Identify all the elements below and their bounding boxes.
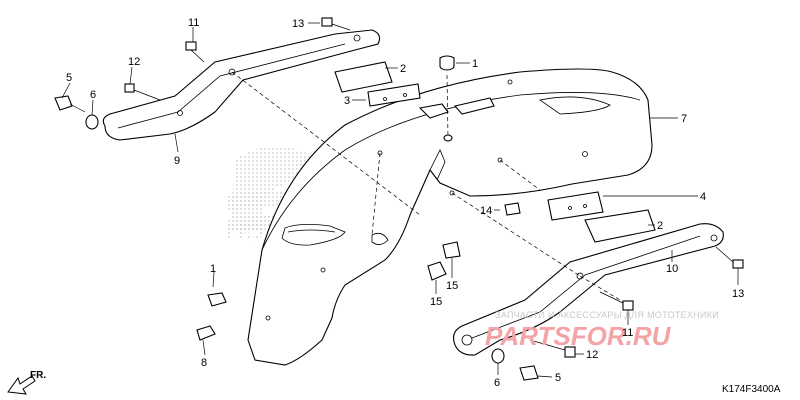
- bottom-reflector: [547, 191, 656, 243]
- left-grab-rail: [102, 29, 381, 141]
- front-direction-arrow: FR.: [7, 370, 46, 395]
- callout-3: 3: [344, 95, 350, 107]
- callout-1-top: 1: [472, 58, 478, 70]
- rear-fender: [247, 68, 653, 366]
- watermark-brand: PARTSFOR.RU: [485, 321, 672, 351]
- callout-5-top: 5: [66, 72, 72, 84]
- fender-clips: [418, 55, 495, 142]
- callouts: 11 13 12 5 6 2 3 1 7 4 2 9 1 8 14 15 15 …: [66, 17, 744, 389]
- direction-label: FR.: [30, 370, 46, 381]
- watermark-tagline: ЗАПЧАСТИ И АКСЕССУАРЫ ДЛЯ МОТОТЕХНИКИ: [495, 310, 719, 320]
- callout-12-right: 12: [586, 349, 598, 361]
- callout-12-top: 12: [128, 56, 140, 68]
- callout-13-right: 13: [732, 288, 744, 300]
- callout-10: 10: [666, 263, 678, 275]
- callout-2-top: 2: [400, 63, 406, 75]
- callout-1-bottom: 1: [210, 263, 216, 275]
- callout-11-right: 11: [622, 327, 633, 339]
- top-reflector: [334, 61, 421, 107]
- callout-14: 14: [480, 205, 492, 217]
- diagram-code: K174F3400A: [722, 384, 781, 395]
- callout-9: 9: [174, 155, 180, 167]
- callout-6-top: 6: [90, 89, 96, 101]
- callout-5-bottom: 5: [555, 372, 561, 384]
- assembly-lines: [231, 71, 621, 301]
- callout-8: 8: [201, 357, 207, 369]
- callout-7: 7: [681, 113, 687, 125]
- fastener-hardware: [54, 17, 744, 381]
- right-grab-rail: [453, 223, 724, 356]
- callout-11-top: 11: [188, 17, 199, 29]
- callout-15-right: 15: [446, 280, 458, 292]
- leader-lines: [61, 22, 739, 378]
- callout-2-bottom: 2: [657, 220, 663, 232]
- callout-15-left: 15: [430, 296, 442, 308]
- callout-6-bottom: 6: [494, 377, 500, 389]
- callout-4: 4: [700, 191, 706, 203]
- callout-13-top: 13: [292, 18, 304, 30]
